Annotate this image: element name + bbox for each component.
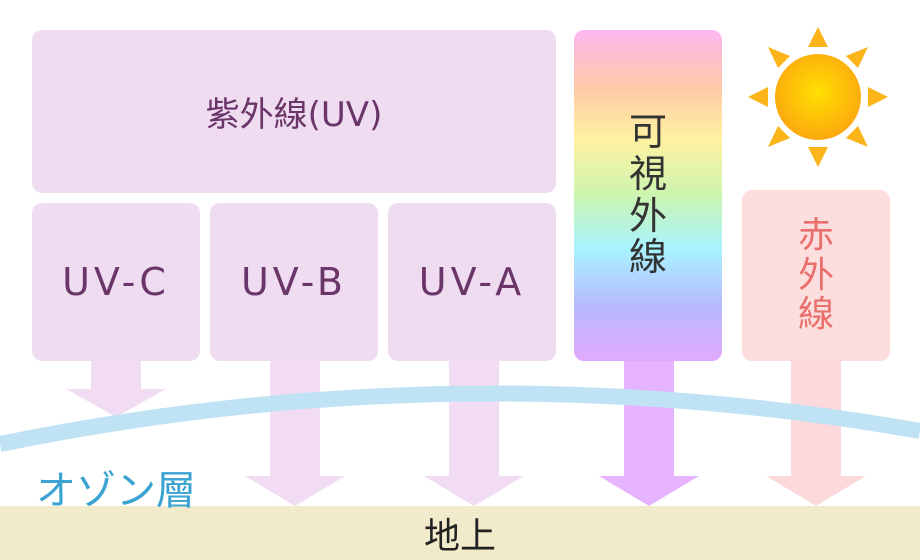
uv-b-box: UV-B [210, 203, 378, 361]
ground-label: 地上 [423, 516, 496, 557]
visible-label-char: 可 [628, 109, 667, 154]
infrared-label-char: 赤 [797, 215, 834, 257]
visible-label-char: 外 [628, 193, 667, 238]
uv-b-arrow [245, 361, 345, 506]
visible-light-box: 可 視 外 線 [574, 30, 722, 361]
visible-light-label: 可 視 外 線 [628, 109, 667, 280]
ozone-layer-band [0, 385, 920, 452]
infrared-label-char: 線 [797, 294, 834, 336]
sun-icon [748, 27, 888, 167]
uv-a-label: UV-A [418, 260, 526, 304]
visible-label-char: 視 [628, 151, 667, 196]
visible-arrow [599, 361, 699, 506]
ozone-layer-label: オゾン層 [36, 468, 196, 514]
uv-a-box: UV-A [388, 203, 556, 361]
uv-c-label: UV-C [62, 260, 170, 304]
uv-b-label: UV-B [240, 260, 347, 304]
visible-label-char: 線 [628, 235, 667, 280]
uv-box: 紫外線(UV) [32, 30, 556, 193]
infrared-box: 赤 外 線 [742, 190, 890, 361]
infrared-label: 赤 外 線 [798, 216, 834, 335]
infrared-arrow [766, 361, 866, 506]
infrared-label-char: 外 [797, 254, 834, 296]
ground-band: 地上 [0, 506, 920, 560]
uv-c-box: UV-C [32, 203, 200, 361]
uv-c-arrow [66, 361, 166, 417]
uv-a-arrow [424, 361, 524, 506]
uv-label: 紫外線(UV) [205, 95, 383, 135]
